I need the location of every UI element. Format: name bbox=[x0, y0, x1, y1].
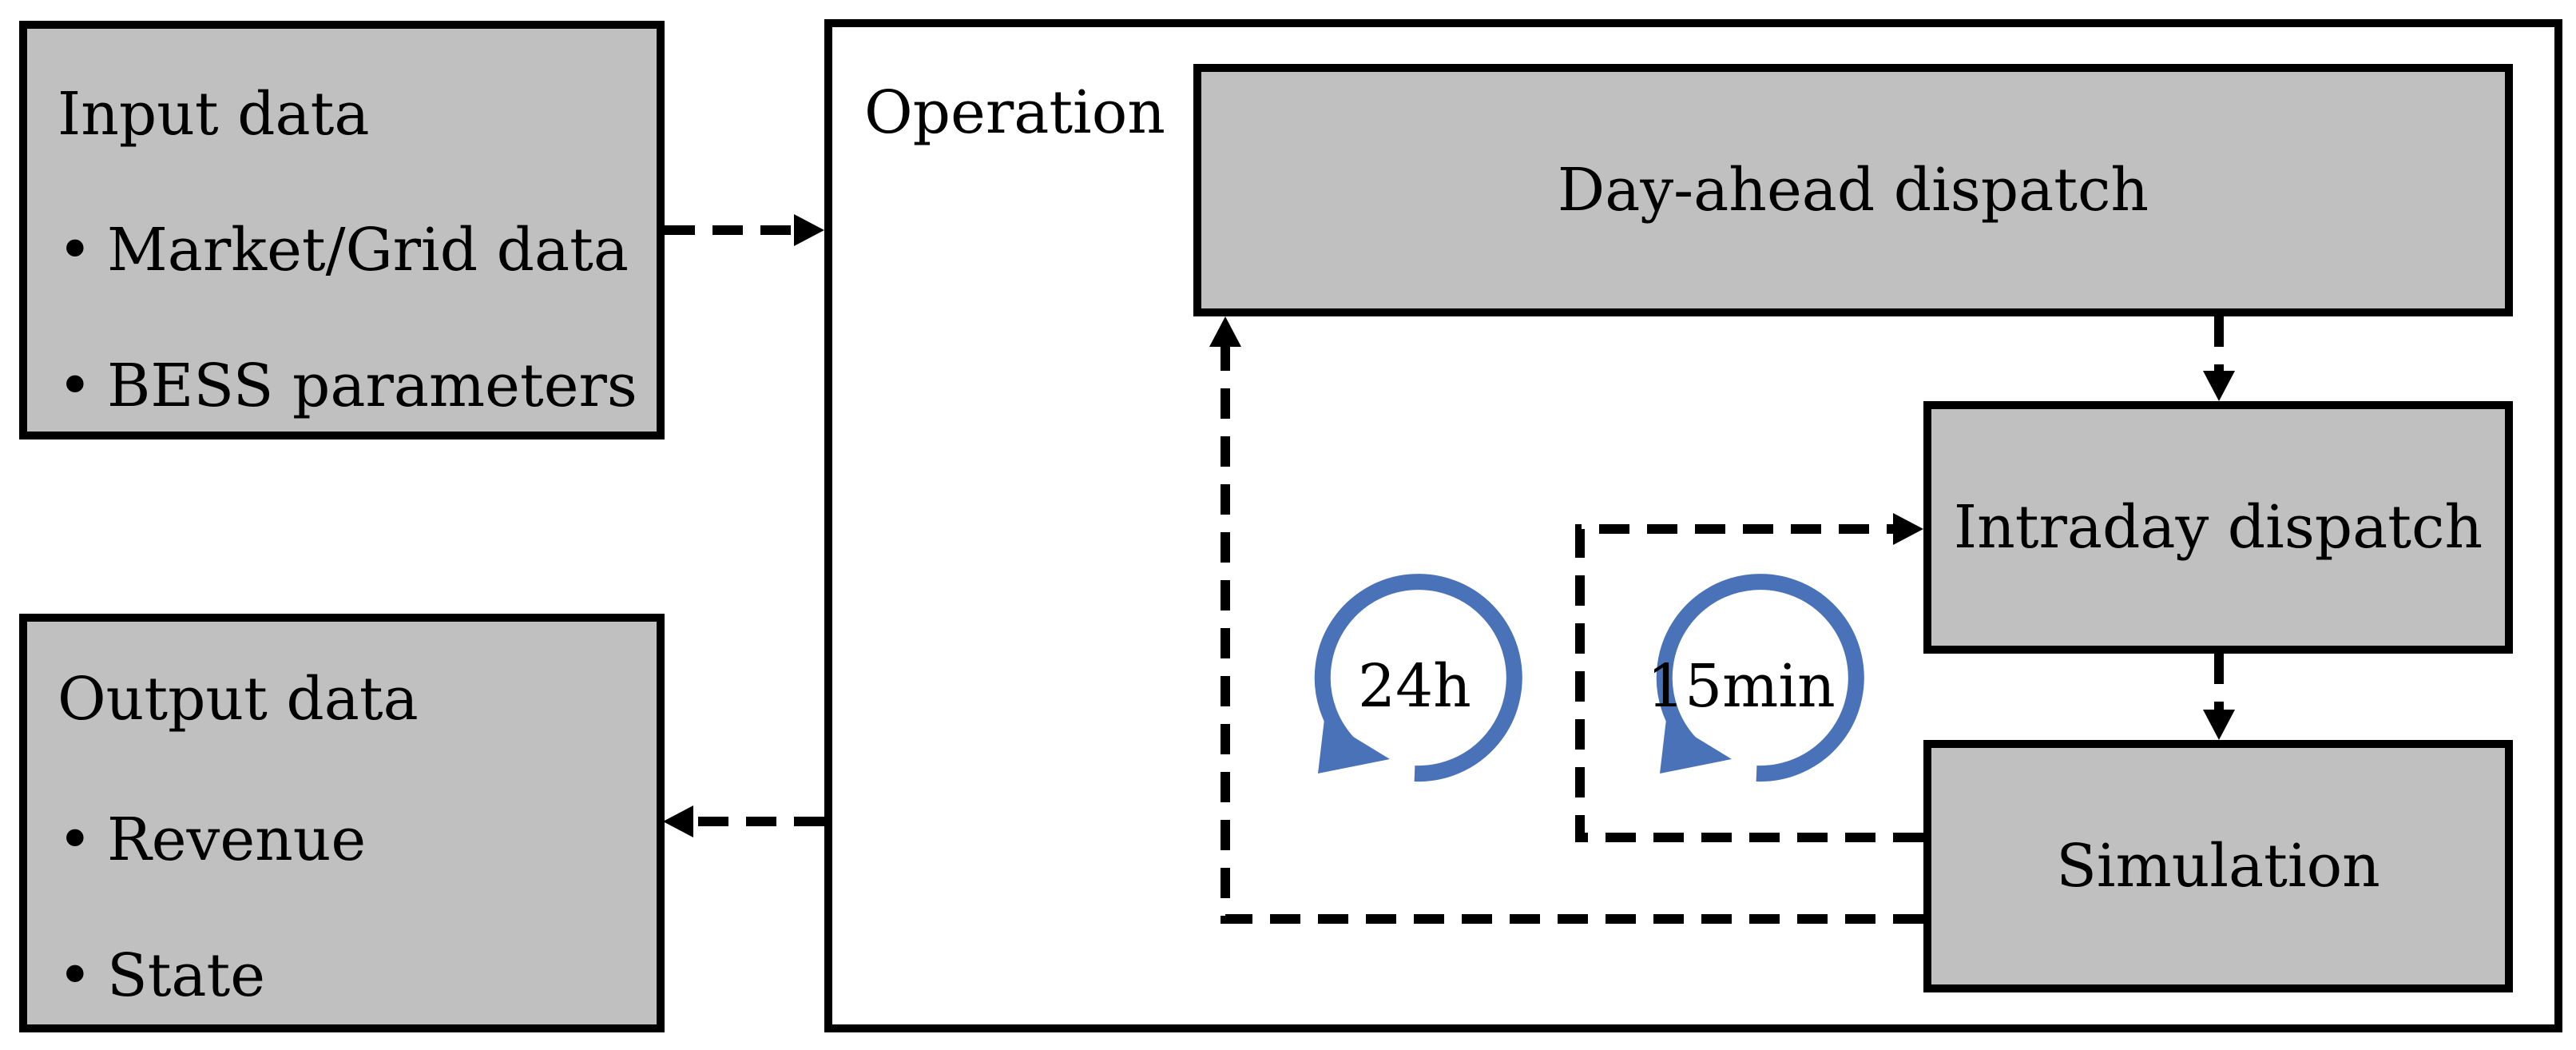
simulation-label: Simulation bbox=[2056, 832, 2380, 901]
list-item-label: BESS parameters bbox=[107, 352, 637, 420]
bullet-icon: • bbox=[58, 216, 93, 284]
output-data-title: Output data bbox=[58, 665, 419, 734]
list-item: •State bbox=[58, 946, 265, 1005]
list-item-label: Revenue bbox=[107, 805, 367, 874]
arrowhead-day-ahead-down bbox=[2203, 371, 2235, 401]
bullet-icon: • bbox=[58, 941, 93, 1010]
input-data-title: Input data bbox=[58, 80, 370, 149]
input-data-box: Input data •Market/Grid data •BESS param… bbox=[19, 21, 665, 439]
arrowhead-intraday-in bbox=[1893, 513, 1923, 545]
cycle-24h-label: 24h bbox=[1358, 652, 1471, 721]
day-ahead-dispatch-box: Day-ahead dispatch bbox=[1193, 64, 2513, 316]
bullet-icon: • bbox=[58, 805, 93, 874]
cycle-15min-icon bbox=[1656, 574, 1864, 782]
simulation-to-day-ahead-loop bbox=[1221, 344, 1923, 924]
cycle-24h-icon bbox=[1314, 574, 1522, 782]
list-item: •Market/Grid data bbox=[58, 221, 629, 280]
arrowhead-input bbox=[794, 214, 824, 246]
arrowhead-output bbox=[663, 805, 693, 837]
output-data-box: Output data •Revenue •State bbox=[19, 614, 665, 1032]
day-ahead-dispatch-label: Day-ahead dispatch bbox=[1557, 156, 2149, 225]
simulation-box: Simulation bbox=[1923, 740, 2513, 992]
intraday-dispatch-label: Intraday dispatch bbox=[1953, 493, 2483, 562]
cycle-15min-label: 15min bbox=[1647, 652, 1836, 721]
list-item-label: State bbox=[107, 941, 266, 1010]
list-item: •BESS parameters bbox=[58, 356, 637, 416]
bullet-icon: • bbox=[58, 352, 93, 420]
list-item: •Revenue bbox=[58, 810, 366, 869]
operation-title: Operation bbox=[864, 78, 1165, 147]
list-item-label: Market/Grid data bbox=[107, 216, 629, 284]
simulation-to-intraday-loop bbox=[1575, 524, 1923, 842]
arrowhead-intraday-down bbox=[2203, 710, 2235, 740]
intraday-dispatch-box: Intraday dispatch bbox=[1923, 401, 2513, 654]
arrowhead-day-ahead-up bbox=[1209, 316, 1241, 347]
